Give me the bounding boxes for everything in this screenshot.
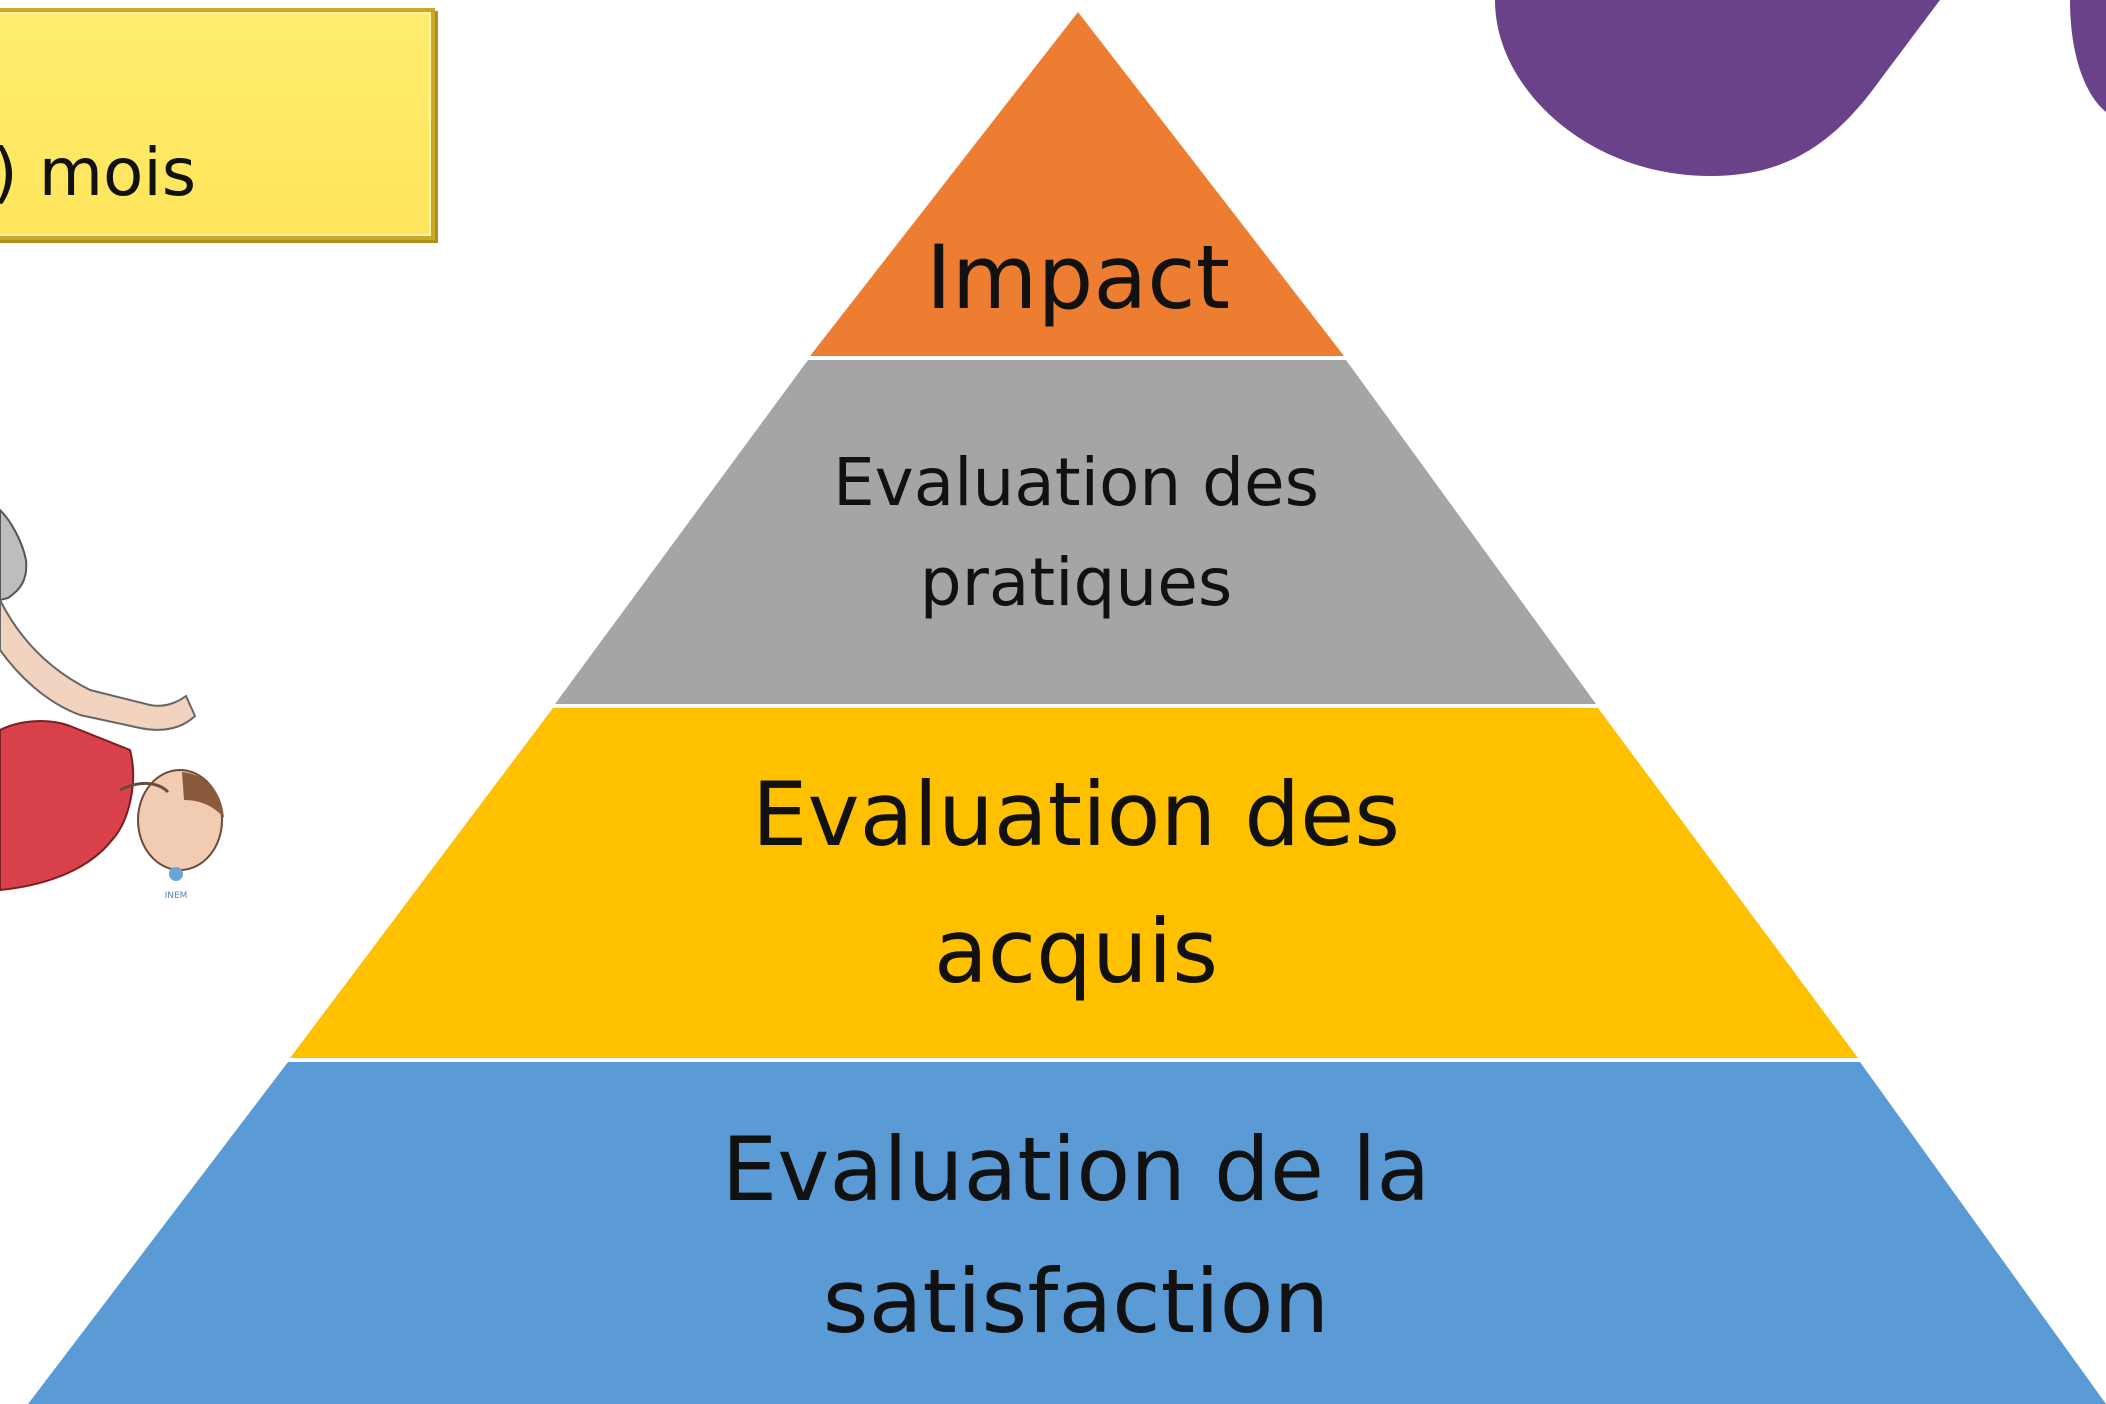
tier-label-satisfaction-line2: satisfaction [823,1250,1329,1353]
tier-label-knowledge-line2: acquis [934,900,1218,1003]
pyramid-tier-impact [810,12,1344,356]
tier-label-satisfaction-line1: Evaluation de la [722,1118,1431,1221]
inem-logo-icon [169,867,183,881]
tier-label-practices-line1: Evaluation des [833,444,1319,521]
tier-label-practices-line2: pratiques [920,544,1232,621]
first-aid-illustration: INEM [0,508,224,901]
tier-label-impact: Impact [926,226,1230,329]
pyramid-tier-practices [555,360,1596,704]
tier-label-knowledge-line1: Evaluation des [752,763,1400,866]
callout-box [0,8,435,240]
inem-logo-text: INEM [165,891,188,901]
pyramid-tier-knowledge [290,708,1858,1058]
pyramid-tier-satisfaction [28,1062,2106,1404]
callout-text: ) mois [0,134,197,211]
